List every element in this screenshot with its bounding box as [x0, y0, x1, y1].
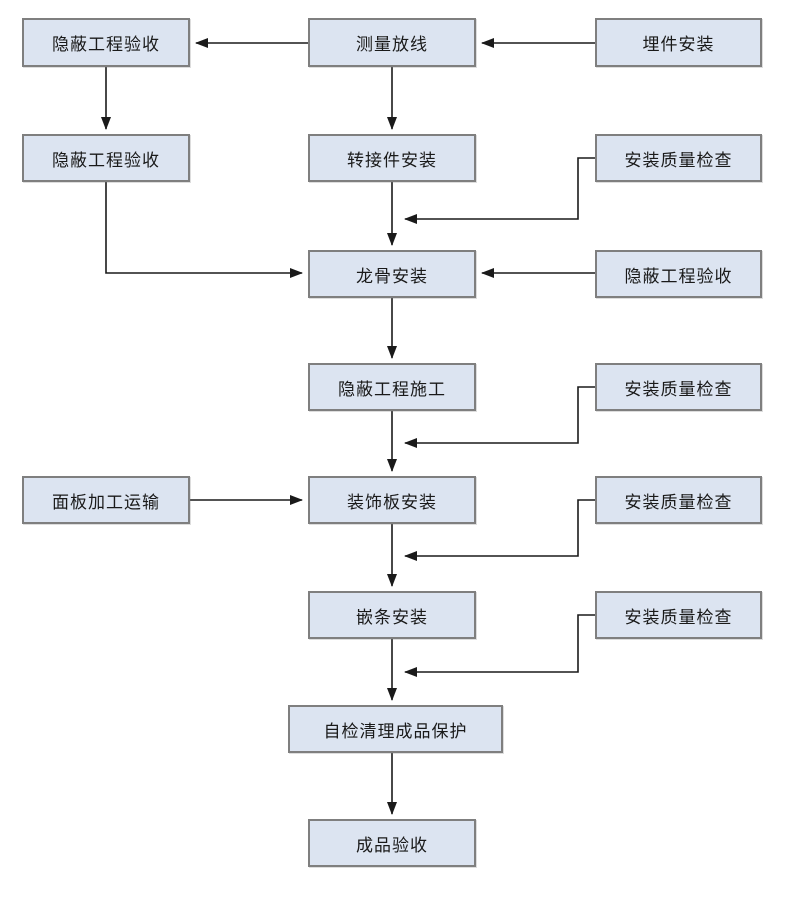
node-quality-check-4: 安装质量检查	[595, 591, 762, 639]
node-quality-check-2: 安装质量检查	[595, 363, 762, 411]
node-panel-process-transport: 面板加工运输	[22, 476, 190, 524]
node-hidden-acceptance-left: 隐蔽工程验收	[22, 134, 190, 182]
node-hidden-acceptance-right: 隐蔽工程验收	[595, 250, 762, 298]
node-keel-install: 龙骨安装	[308, 250, 476, 298]
connector-hiddenleft-to-keel	[105, 182, 303, 278]
node-quality-check-3: 安装质量检查	[595, 476, 762, 524]
node-hidden-acceptance-top: 隐蔽工程验收	[22, 18, 190, 67]
connector-qc4-elbow	[404, 614, 595, 677]
node-self-check-cleanup-protection: 自检清理成品保护	[288, 705, 503, 753]
node-survey-layout: 测量放线	[308, 18, 476, 67]
node-adapter-install: 转接件安装	[308, 134, 476, 182]
connector-qc1-elbow	[404, 157, 595, 224]
connector-qc3-elbow	[404, 499, 595, 561]
node-hidden-works-construction: 隐蔽工程施工	[308, 363, 476, 411]
node-finished-product-acceptance: 成品验收	[308, 819, 476, 867]
node-embed-part-install: 埋件安装	[595, 18, 762, 67]
node-quality-check-1: 安装质量检查	[595, 134, 762, 182]
node-trim-strip-install: 嵌条安装	[308, 591, 476, 639]
node-decorative-panel-install: 装饰板安装	[308, 476, 476, 524]
connector-qc2-elbow	[404, 386, 595, 448]
